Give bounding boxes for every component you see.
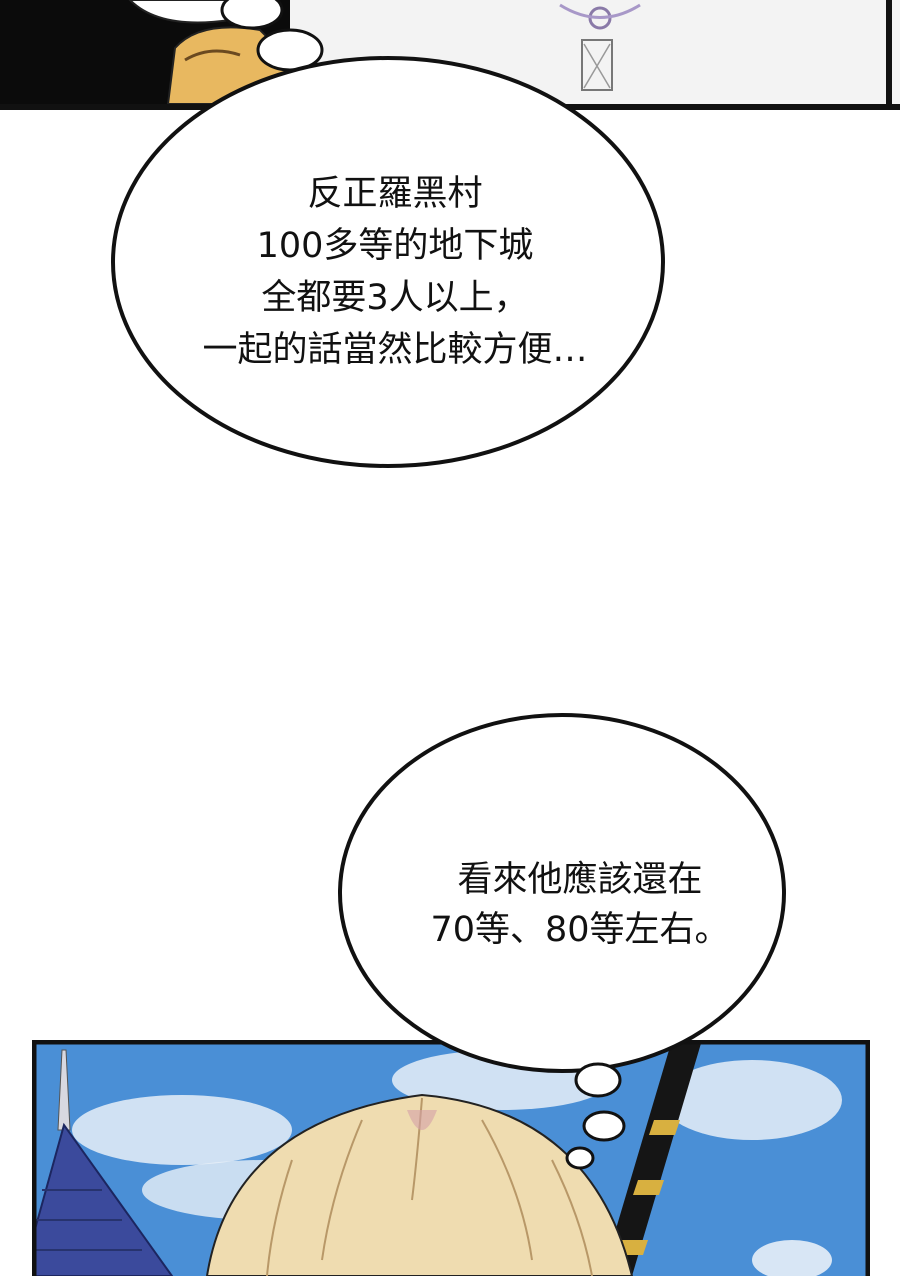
dialogue-line: 反正羅黑村: [307, 174, 483, 214]
staff-band: [633, 1180, 664, 1195]
hair-strands: [266, 1097, 593, 1276]
tower-spire: [57, 1049, 71, 1131]
staff: [602, 1040, 702, 1276]
thought-tail-circle: [582, 1110, 626, 1142]
cloud: [752, 1240, 832, 1276]
device-cross: [583, 43, 611, 89]
speech-bubble-2: [338, 713, 786, 1073]
staff-band: [649, 1120, 680, 1135]
cloud: [72, 1095, 292, 1165]
hair-part: [407, 1110, 437, 1130]
roof-tiles: [32, 1189, 142, 1251]
dialogue-line: 看來他應該還在: [457, 860, 703, 900]
speech-bubble-2-text: 看來他應該還在 70等、80等左右。: [360, 855, 800, 955]
thought-tail-circle: [220, 0, 284, 30]
dialogue-line: 100多等的地下城: [256, 226, 534, 266]
cloud: [662, 1060, 842, 1140]
dialogue-line: 一起的話當然比較方便…: [202, 330, 588, 370]
bottom-comic-panel: [32, 1040, 870, 1276]
speech-bubble-1: [111, 56, 665, 468]
bottom-panel-artwork: [32, 1040, 870, 1276]
thought-tail-circle: [574, 1062, 622, 1098]
device-wing: [559, 3, 641, 19]
device-frame: [581, 39, 613, 91]
tower-roof: [32, 1122, 174, 1276]
dialogue-line: 70等、80等左右。: [430, 910, 730, 950]
speech-bubble-1-text: 反正羅黑村 100多等的地下城 全都要3人以上， 一起的話當然比較方便…: [140, 168, 650, 376]
dialogue-line: 全都要3人以上，: [261, 278, 529, 318]
thought-tail-circle: [565, 1146, 595, 1170]
shoulder-shading: [184, 49, 241, 62]
panel-right-border: [886, 0, 892, 110]
